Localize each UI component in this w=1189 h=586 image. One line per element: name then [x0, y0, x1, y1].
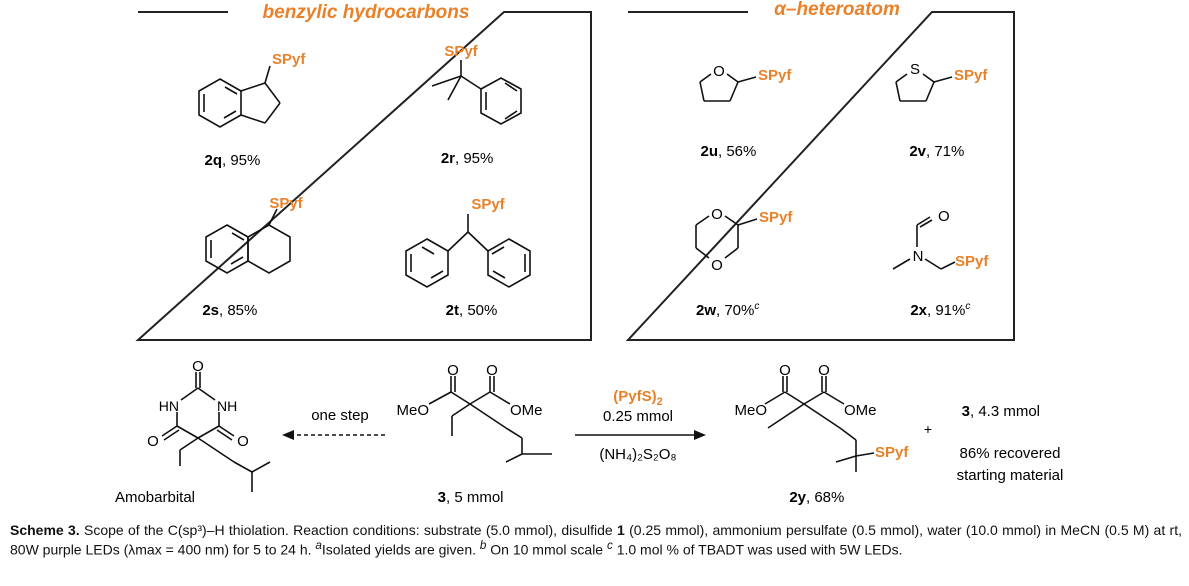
caption-text1: Scope of the C(sp³)–H thiolation. Reacti…	[79, 522, 618, 538]
yield-2y: , 68%	[806, 489, 844, 506]
reaction-arrow	[575, 430, 706, 440]
substituent-2v: SPyf	[954, 67, 988, 84]
compound-id-2w: 2w	[696, 302, 716, 319]
atom-MeO-2y: MeO	[734, 402, 767, 419]
yield-2t: , 50%	[459, 302, 497, 319]
structure-2s	[205, 208, 291, 274]
atom-N-2x: N	[913, 248, 924, 265]
reagent-pyfs2-amount: 0.25 mmol	[603, 408, 673, 425]
atom-S-2v: S	[910, 61, 920, 78]
recovered-line1: 86% recovered	[960, 445, 1061, 462]
yield-2u: , 56%	[718, 143, 756, 160]
structure-2w	[695, 215, 758, 259]
caption-note-a: a	[315, 539, 322, 552]
atom-HN-amobarbital: HN	[159, 398, 179, 414]
reagent-persulfate: (NH₄)₂S₂O₈	[599, 446, 676, 463]
structure-3	[428, 376, 552, 463]
substituent-2s: SPyf	[269, 195, 303, 212]
atom-O-2u: O	[713, 63, 725, 80]
atom-O-2x: O	[938, 208, 950, 225]
right-panel	[625, 11, 1015, 341]
compound-id-2x: 2x	[910, 302, 927, 319]
left-panel-title: benzylic hydrocarbons	[263, 2, 470, 23]
substituent-2w: SPyf	[759, 209, 793, 226]
substituent-2q: SPyf	[272, 51, 306, 68]
caption-label: Scheme 3.	[10, 522, 80, 538]
compound-id-2t: 2t	[446, 302, 459, 319]
atom-OMe-2y: OMe	[844, 402, 877, 419]
amobarbital-label: Amobarbital	[115, 489, 195, 506]
compound-id-2r: 2r	[441, 150, 455, 167]
atom-O2-3: O	[486, 362, 498, 379]
caption-note-c: c	[606, 539, 613, 552]
recovered-amount: , 4.3 mmol	[970, 403, 1040, 420]
recovered-id: 3	[962, 403, 970, 420]
caption-note-b: b	[479, 539, 487, 552]
structure-2x	[892, 216, 956, 270]
sm-amount: , 5 mmol	[446, 489, 504, 506]
recovered-line2: starting material	[957, 467, 1064, 484]
one-step-label: one step	[311, 407, 369, 424]
substituent-2u: SPyf	[758, 67, 792, 84]
reagent-pyfs2: (PyfS)2	[613, 388, 662, 408]
atom-O2-2y: O	[818, 362, 830, 379]
structure-2t	[405, 214, 531, 288]
substituent-2r: SPyf	[444, 43, 478, 60]
caption-text5: 1.0 mol % of TBADT was used with 5W LEDs…	[612, 541, 903, 558]
atom-O-left-amobarbital: O	[147, 433, 159, 450]
yield-2v: , 71%	[926, 143, 964, 160]
right-panel-title: α–heteroatom	[774, 0, 900, 20]
atom-NH-amobarbital: NH	[217, 398, 237, 414]
compound-id-3: 3	[438, 489, 446, 506]
structure-2v	[895, 73, 953, 102]
caption-text2: (0.25 mmol), ammonium persulfate (0.5 mm…	[10, 522, 1182, 558]
structure-2u	[699, 73, 757, 102]
compound-id-2q: 2q	[204, 152, 222, 169]
compound-id-2v: 2v	[909, 143, 926, 160]
atom-O-right-amobarbital: O	[237, 433, 249, 450]
compound-id-2s: 2s	[202, 302, 219, 319]
compound-id-2y: 2y	[789, 489, 806, 506]
substituent-2t: SPyf	[471, 196, 505, 213]
substituent-2x: SPyf	[955, 253, 989, 270]
structure-2r	[431, 60, 522, 125]
atom-O1-2w: O	[711, 206, 723, 223]
atom-O-top-amobarbital: O	[192, 358, 204, 375]
yield-2r: , 95%	[455, 150, 493, 167]
atom-O1-3: O	[447, 362, 459, 379]
caption-bold1: 1	[617, 522, 625, 538]
yield-2x: , 91%c	[927, 301, 970, 319]
structure-2q	[198, 65, 281, 128]
yield-2w: , 70%c	[716, 301, 759, 319]
plus-sign: +	[924, 421, 932, 437]
structure-2y	[764, 376, 875, 472]
caption-text4: On 10 mmol scale	[486, 541, 607, 558]
atom-O2-2w: O	[711, 257, 723, 274]
caption-text3: Isolated yields are given.	[321, 541, 480, 558]
dashed-arrow-one-step	[282, 430, 385, 440]
left-panel	[135, 11, 592, 341]
structure-amobarbital	[161, 372, 271, 492]
atom-MeO-3: MeO	[396, 402, 429, 419]
atom-OMe-3: OMe	[510, 402, 543, 419]
compound-id-2u: 2u	[700, 143, 718, 160]
atom-O1-2y: O	[779, 362, 791, 379]
yield-2s: , 85%	[219, 302, 257, 319]
substituent-2y: SPyf	[875, 444, 909, 461]
yield-2q: , 95%	[222, 152, 260, 169]
scheme-caption: Scheme 3. Scope of the C(sp³)–H thiolati…	[10, 522, 1182, 558]
